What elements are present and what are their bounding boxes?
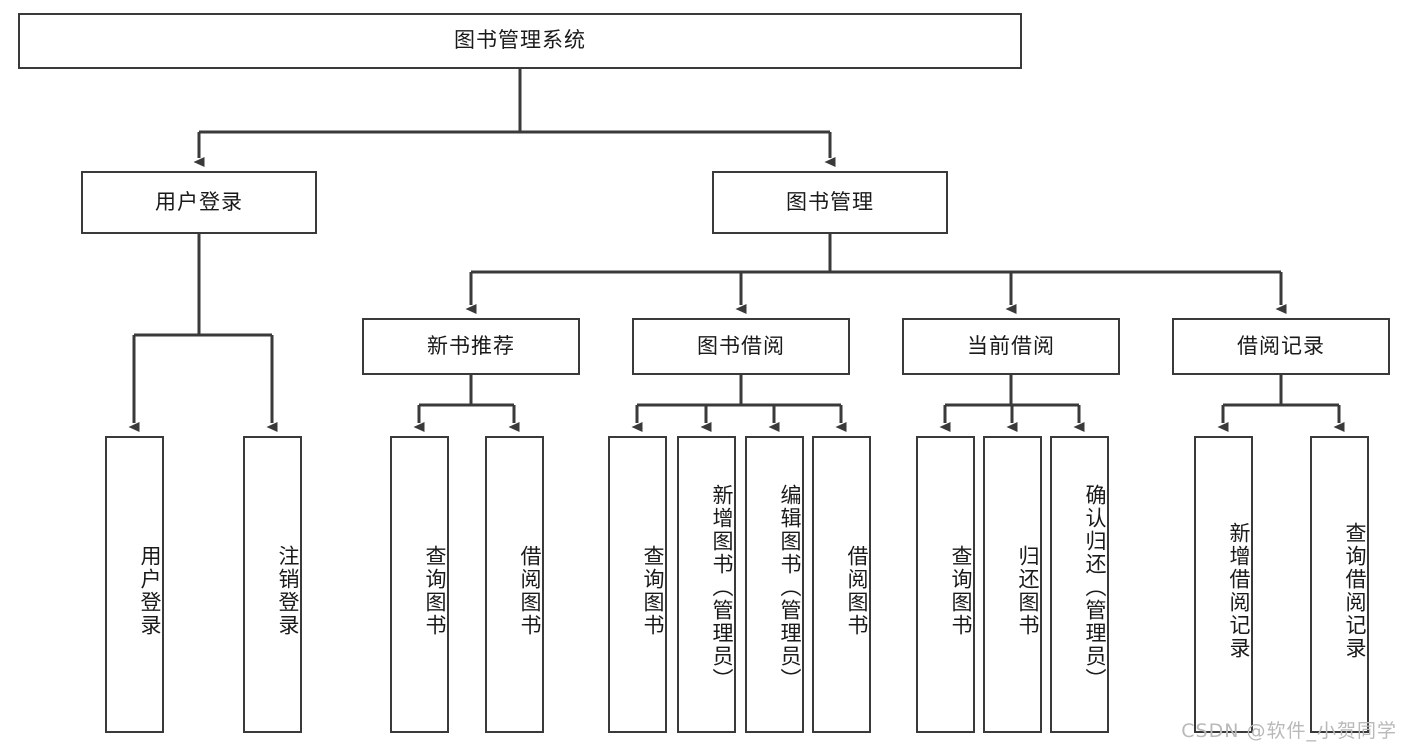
node-leaf-user-logout[interactable]: 注销登录 bbox=[243, 436, 302, 733]
node-borrow-record[interactable]: 借阅记录 bbox=[1172, 318, 1390, 375]
node-leaf-query-book-1[interactable]: 查询图书 bbox=[390, 436, 449, 733]
node-label: 图书借阅 bbox=[697, 333, 785, 358]
node-leaf-query-record[interactable]: 查询借阅记录 bbox=[1310, 436, 1369, 733]
node-label: 借阅记录 bbox=[1237, 333, 1325, 358]
node-root-system[interactable]: 图书管理系统 bbox=[18, 13, 1022, 69]
node-label: 编辑图书（管理员） bbox=[778, 484, 802, 691]
node-user-login[interactable]: 用户登录 bbox=[81, 171, 317, 234]
node-label: 用户登录 bbox=[155, 189, 243, 214]
node-label: 查询借阅记录 bbox=[1343, 521, 1367, 660]
node-leaf-borrow-book-1[interactable]: 借阅图书 bbox=[485, 436, 544, 733]
node-leaf-confirm-return[interactable]: 确认归还（管理员） bbox=[1050, 436, 1109, 733]
node-label: 确认归还（管理员） bbox=[1083, 484, 1107, 691]
node-leaf-edit-book[interactable]: 编辑图书（管理员） bbox=[745, 436, 804, 733]
node-current-borrow[interactable]: 当前借阅 bbox=[902, 318, 1120, 375]
node-book-borrow[interactable]: 图书借阅 bbox=[632, 318, 850, 375]
node-label: 借阅图书 bbox=[518, 544, 542, 637]
node-label: 当前借阅 bbox=[967, 333, 1055, 358]
node-label: 注销登录 bbox=[276, 544, 300, 637]
node-leaf-query-book-3[interactable]: 查询图书 bbox=[916, 436, 975, 733]
node-leaf-query-book-2[interactable]: 查询图书 bbox=[608, 436, 667, 733]
node-label: 图书管理 bbox=[786, 189, 874, 214]
node-label: 新增借阅记录 bbox=[1227, 521, 1251, 660]
node-label: 用户登录 bbox=[138, 544, 162, 637]
node-label: 查询图书 bbox=[949, 544, 973, 637]
node-book-manage[interactable]: 图书管理 bbox=[712, 171, 948, 234]
watermark: CSDN @软件_小贺同学 bbox=[1181, 720, 1397, 742]
node-label: 归还图书 bbox=[1016, 544, 1040, 637]
node-label: 查询图书 bbox=[641, 544, 665, 637]
node-label: 查询图书 bbox=[423, 544, 447, 637]
node-new-book-recommend[interactable]: 新书推荐 bbox=[362, 318, 580, 375]
node-leaf-add-book[interactable]: 新增图书（管理员） bbox=[677, 436, 736, 733]
node-label: 新书推荐 bbox=[427, 333, 515, 358]
node-leaf-borrow-book-2[interactable]: 借阅图书 bbox=[812, 436, 871, 733]
node-label: 图书管理系统 bbox=[454, 28, 586, 53]
node-label: 新增图书（管理员） bbox=[710, 484, 734, 691]
node-leaf-return-book[interactable]: 归还图书 bbox=[983, 436, 1042, 733]
node-leaf-user-login[interactable]: 用户登录 bbox=[105, 436, 164, 733]
node-label: 借阅图书 bbox=[845, 544, 869, 637]
node-leaf-add-record[interactable]: 新增借阅记录 bbox=[1194, 436, 1253, 733]
